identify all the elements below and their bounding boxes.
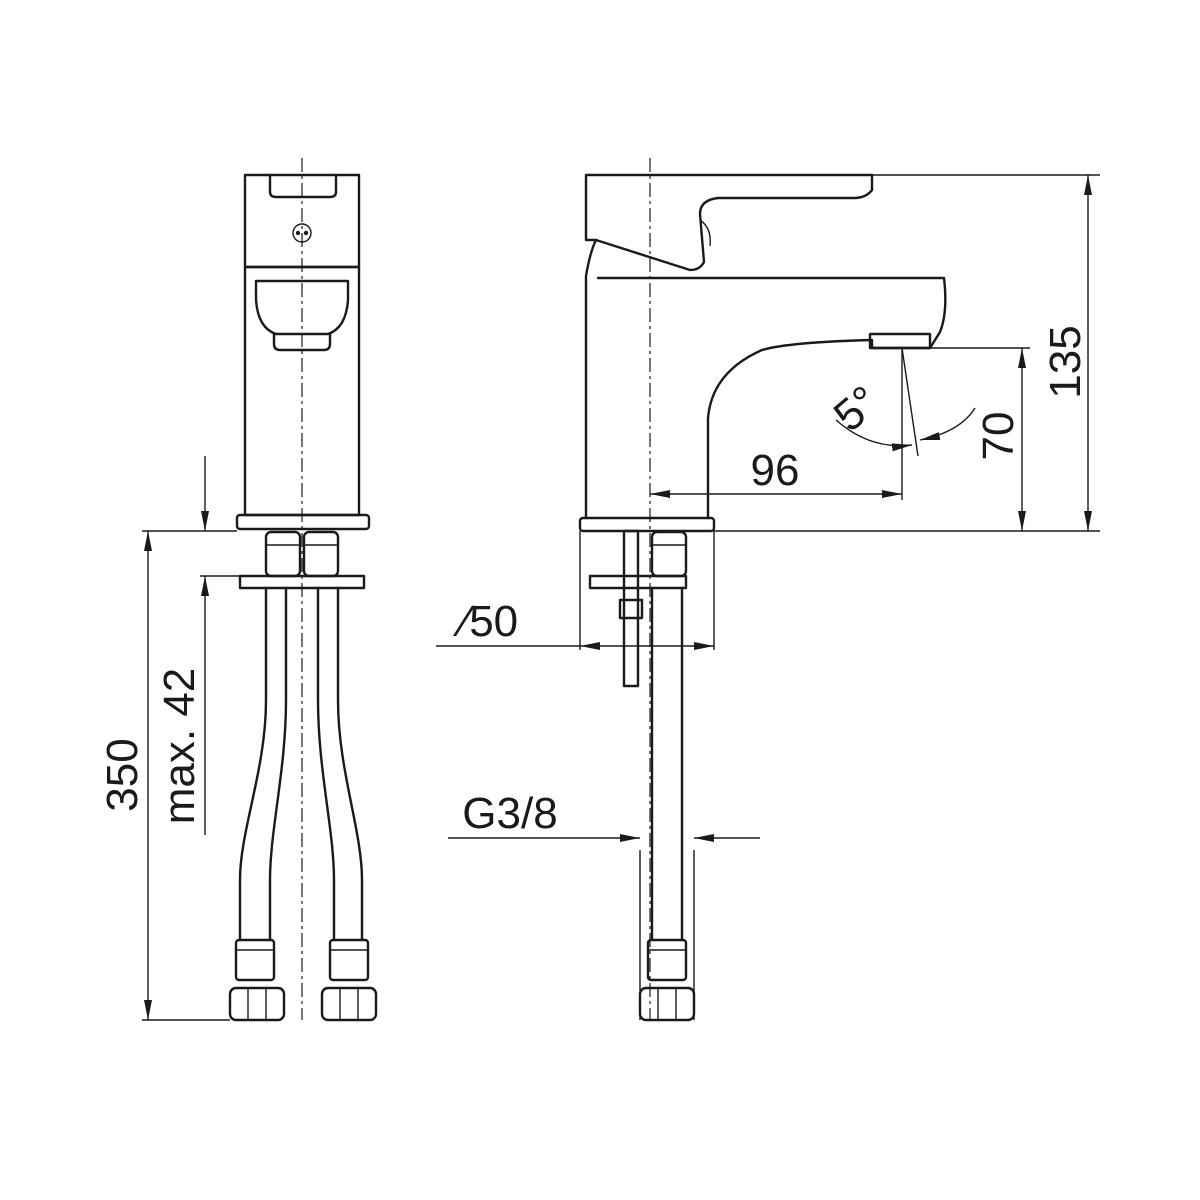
front-handle-screw bbox=[292, 223, 312, 243]
front-hose-right-outer bbox=[336, 586, 364, 942]
label-base-diameter: ∕50 bbox=[453, 597, 518, 646]
side-crimp bbox=[646, 938, 688, 982]
dimension-labels: 135 70 96 5° ∕50 350 max. 42 G3/8 bbox=[98, 325, 1090, 838]
side-lever-handle bbox=[584, 173, 874, 272]
label-connection-thread: G3/8 bbox=[462, 789, 557, 838]
front-mounting-plate bbox=[238, 574, 366, 590]
side-mounting-rod bbox=[622, 529, 640, 688]
side-aerator bbox=[868, 332, 932, 350]
front-aerator bbox=[254, 279, 350, 336]
side-mounting-plate bbox=[588, 574, 688, 590]
dimension-lines bbox=[142, 174, 1100, 1021]
label-spout-angle: 5° bbox=[825, 377, 889, 442]
label-spout-height: 70 bbox=[974, 412, 1023, 461]
front-screw-dot-left bbox=[295, 230, 301, 236]
front-hose-left-inner bbox=[268, 586, 288, 942]
front-view bbox=[228, 158, 378, 1022]
front-nut-right bbox=[320, 986, 378, 1022]
label-hose-length: 350 bbox=[98, 738, 147, 811]
front-hose-coupling-left bbox=[264, 530, 302, 578]
side-hose-coupling bbox=[650, 530, 688, 578]
angle-arc-left bbox=[835, 419, 913, 452]
angle-leg bbox=[901, 347, 919, 457]
front-hose-coupling-right bbox=[302, 530, 340, 578]
front-handle-slot bbox=[268, 173, 338, 199]
front-screw-dot-right bbox=[303, 230, 309, 236]
label-max-deck-thickness: max. 42 bbox=[155, 668, 204, 825]
side-body-spout bbox=[584, 238, 947, 520]
front-aerator-ring bbox=[272, 332, 332, 352]
side-lever-pivot bbox=[699, 219, 711, 247]
side-rod-nut bbox=[618, 598, 644, 620]
front-crimp-left bbox=[234, 938, 276, 982]
front-base bbox=[235, 513, 371, 531]
front-crimp-right bbox=[328, 938, 370, 982]
label-spout-reach: 96 bbox=[751, 446, 800, 495]
front-nut-left bbox=[228, 986, 286, 1022]
side-base bbox=[578, 516, 716, 533]
front-hose-left-outer bbox=[238, 586, 268, 942]
side-view bbox=[578, 158, 947, 1022]
front-hose-right-inner bbox=[316, 586, 336, 942]
label-total-height: 135 bbox=[1041, 325, 1090, 398]
side-nut bbox=[638, 986, 696, 1022]
angle-arc-right bbox=[919, 407, 976, 441]
